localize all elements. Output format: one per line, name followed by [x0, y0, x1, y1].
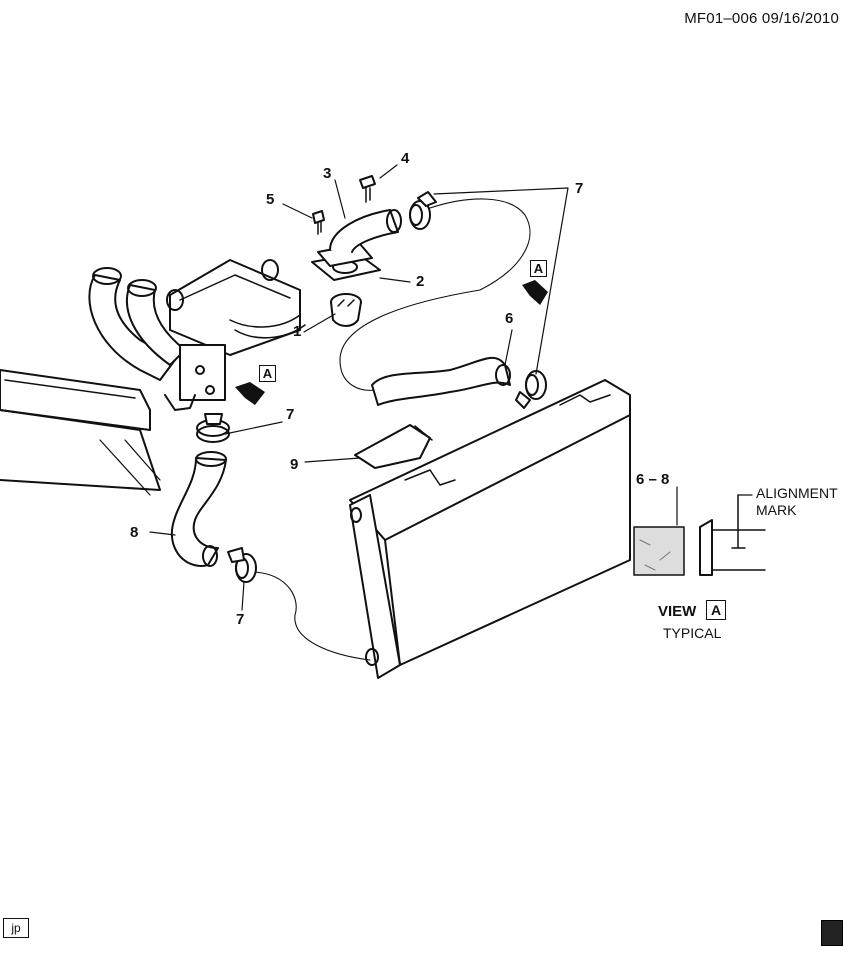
view-title-word: VIEW — [658, 603, 697, 620]
leader-lines — [149, 164, 569, 611]
stud — [312, 210, 325, 235]
hose-clamp-radiator — [515, 370, 547, 409]
callout-2: 2 — [416, 273, 425, 290]
alignment-label-line2: MARK — [756, 502, 797, 518]
radiator — [349, 379, 631, 679]
gm-spo-logo — [821, 920, 843, 946]
bolt — [359, 175, 376, 203]
callout-1: 1 — [293, 323, 302, 340]
alignment-label-line1: ALIGNMENT — [756, 485, 838, 501]
callout-5: 5 — [266, 191, 275, 208]
callout-9: 9 — [290, 456, 299, 473]
hose-clamp-lower-bottom — [227, 547, 257, 583]
radiator-baffle — [354, 424, 433, 469]
view-a-detail — [633, 486, 766, 576]
intake-manifold-illustration — [164, 259, 306, 411]
upper-hose-route — [339, 198, 531, 391]
view-range-label: 6 – 8 — [636, 471, 670, 488]
footer-badge: jp — [3, 918, 29, 938]
callout-8: 8 — [130, 524, 139, 541]
callout-6: 6 — [505, 310, 514, 327]
callout-7-upper: 7 — [575, 180, 584, 197]
hose-clamp-upper — [409, 191, 437, 230]
callout-7-middle: 7 — [286, 406, 295, 423]
heater-hoses — [88, 267, 186, 381]
flow-arrow-left — [235, 382, 265, 405]
view-title-letter: A — [706, 600, 726, 620]
engine-block-illustration — [0, 369, 161, 496]
thermostat — [330, 293, 362, 327]
callout-7-lower: 7 — [236, 611, 245, 628]
hose-clamp-lower-top — [196, 413, 230, 443]
upper-radiator-hose — [371, 356, 511, 406]
arrow-a-label-left: A — [259, 365, 276, 382]
view-subtitle: TYPICAL — [663, 625, 722, 641]
arrow-a-label-right: A — [530, 260, 547, 277]
callout-4: 4 — [401, 150, 410, 167]
callout-3: 3 — [323, 165, 332, 182]
diagram-reference: MF01–006 09/16/2010 — [684, 10, 839, 27]
water-outlet — [317, 209, 402, 267]
flow-arrow-right — [522, 280, 548, 305]
lower-radiator-hose — [170, 451, 227, 567]
lower-hose-route — [254, 571, 371, 661]
